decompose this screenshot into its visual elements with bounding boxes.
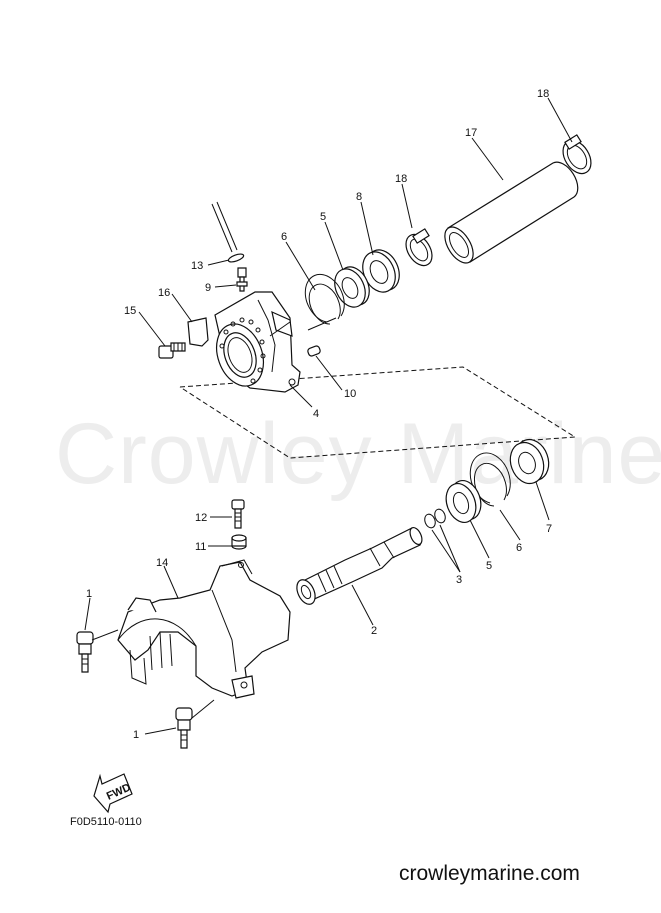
part-grease-nipple[interactable]	[237, 268, 247, 291]
part-bolt-1-lower[interactable]	[176, 708, 192, 748]
part-dowel-pin[interactable]	[307, 345, 321, 357]
part-hose-clamp-lower[interactable]	[401, 229, 438, 270]
callout-9: 9	[205, 282, 211, 294]
callout-10: 10	[344, 388, 356, 400]
part-bearing-lower[interactable]	[505, 435, 554, 488]
callout-11: 11	[195, 541, 206, 553]
part-o-rings[interactable]	[423, 508, 447, 530]
callout-14: 14	[156, 557, 168, 569]
diagram-code: F0D5110-0110	[70, 816, 142, 828]
callout-18-upper: 18	[537, 88, 549, 100]
callout-5-lower: 5	[486, 560, 492, 572]
part-bolt-1-upper[interactable]	[77, 632, 93, 672]
part-bracket-housing[interactable]	[208, 292, 300, 393]
assembly-guide-line	[180, 367, 575, 458]
callout-1-upper: 1	[86, 588, 92, 600]
part-collar[interactable]	[232, 535, 246, 549]
part-cable-clip[interactable]	[212, 202, 245, 264]
part-hose-clamp-upper[interactable]	[557, 135, 596, 179]
callout-6-lower: 6	[516, 542, 522, 554]
callout-7: 7	[546, 523, 552, 535]
part-steering-shaft[interactable]	[293, 526, 424, 607]
watermark: Crowley Marine	[55, 406, 661, 502]
callout-18-lower: 18	[395, 173, 407, 185]
callout-1-lower: 1	[133, 729, 139, 741]
callout-16: 16	[158, 287, 170, 299]
callout-12: 12	[195, 512, 207, 524]
part-lower-housing[interactable]	[118, 560, 290, 698]
callout-8: 8	[356, 191, 362, 203]
part-bearing-upper[interactable]	[357, 245, 406, 298]
callout-4: 4	[313, 408, 319, 420]
part-bolt-12[interactable]	[232, 500, 244, 528]
callout-5-upper: 5	[320, 211, 326, 223]
callout-17: 17	[465, 127, 477, 139]
housing-bolt-holes	[220, 318, 265, 383]
part-oil-seal-lower[interactable]	[441, 476, 486, 526]
part-hose[interactable]	[439, 162, 578, 268]
callout-13: 13	[191, 260, 203, 272]
callout-labels: 18 17 18 8 5 6 13 9 16 15 10 4 7 6 5 3 2…	[86, 88, 552, 741]
fwd-arrow-icon: FWD	[94, 774, 133, 812]
part-bolt-15[interactable]	[159, 343, 185, 358]
leader-lines	[85, 98, 572, 734]
callout-2: 2	[371, 625, 377, 637]
callout-3: 3	[456, 574, 462, 586]
part-plate[interactable]	[188, 318, 208, 346]
website-link[interactable]: crowleymarine.com	[399, 862, 580, 885]
callout-15: 15	[124, 305, 136, 317]
callout-6-upper: 6	[281, 231, 287, 243]
